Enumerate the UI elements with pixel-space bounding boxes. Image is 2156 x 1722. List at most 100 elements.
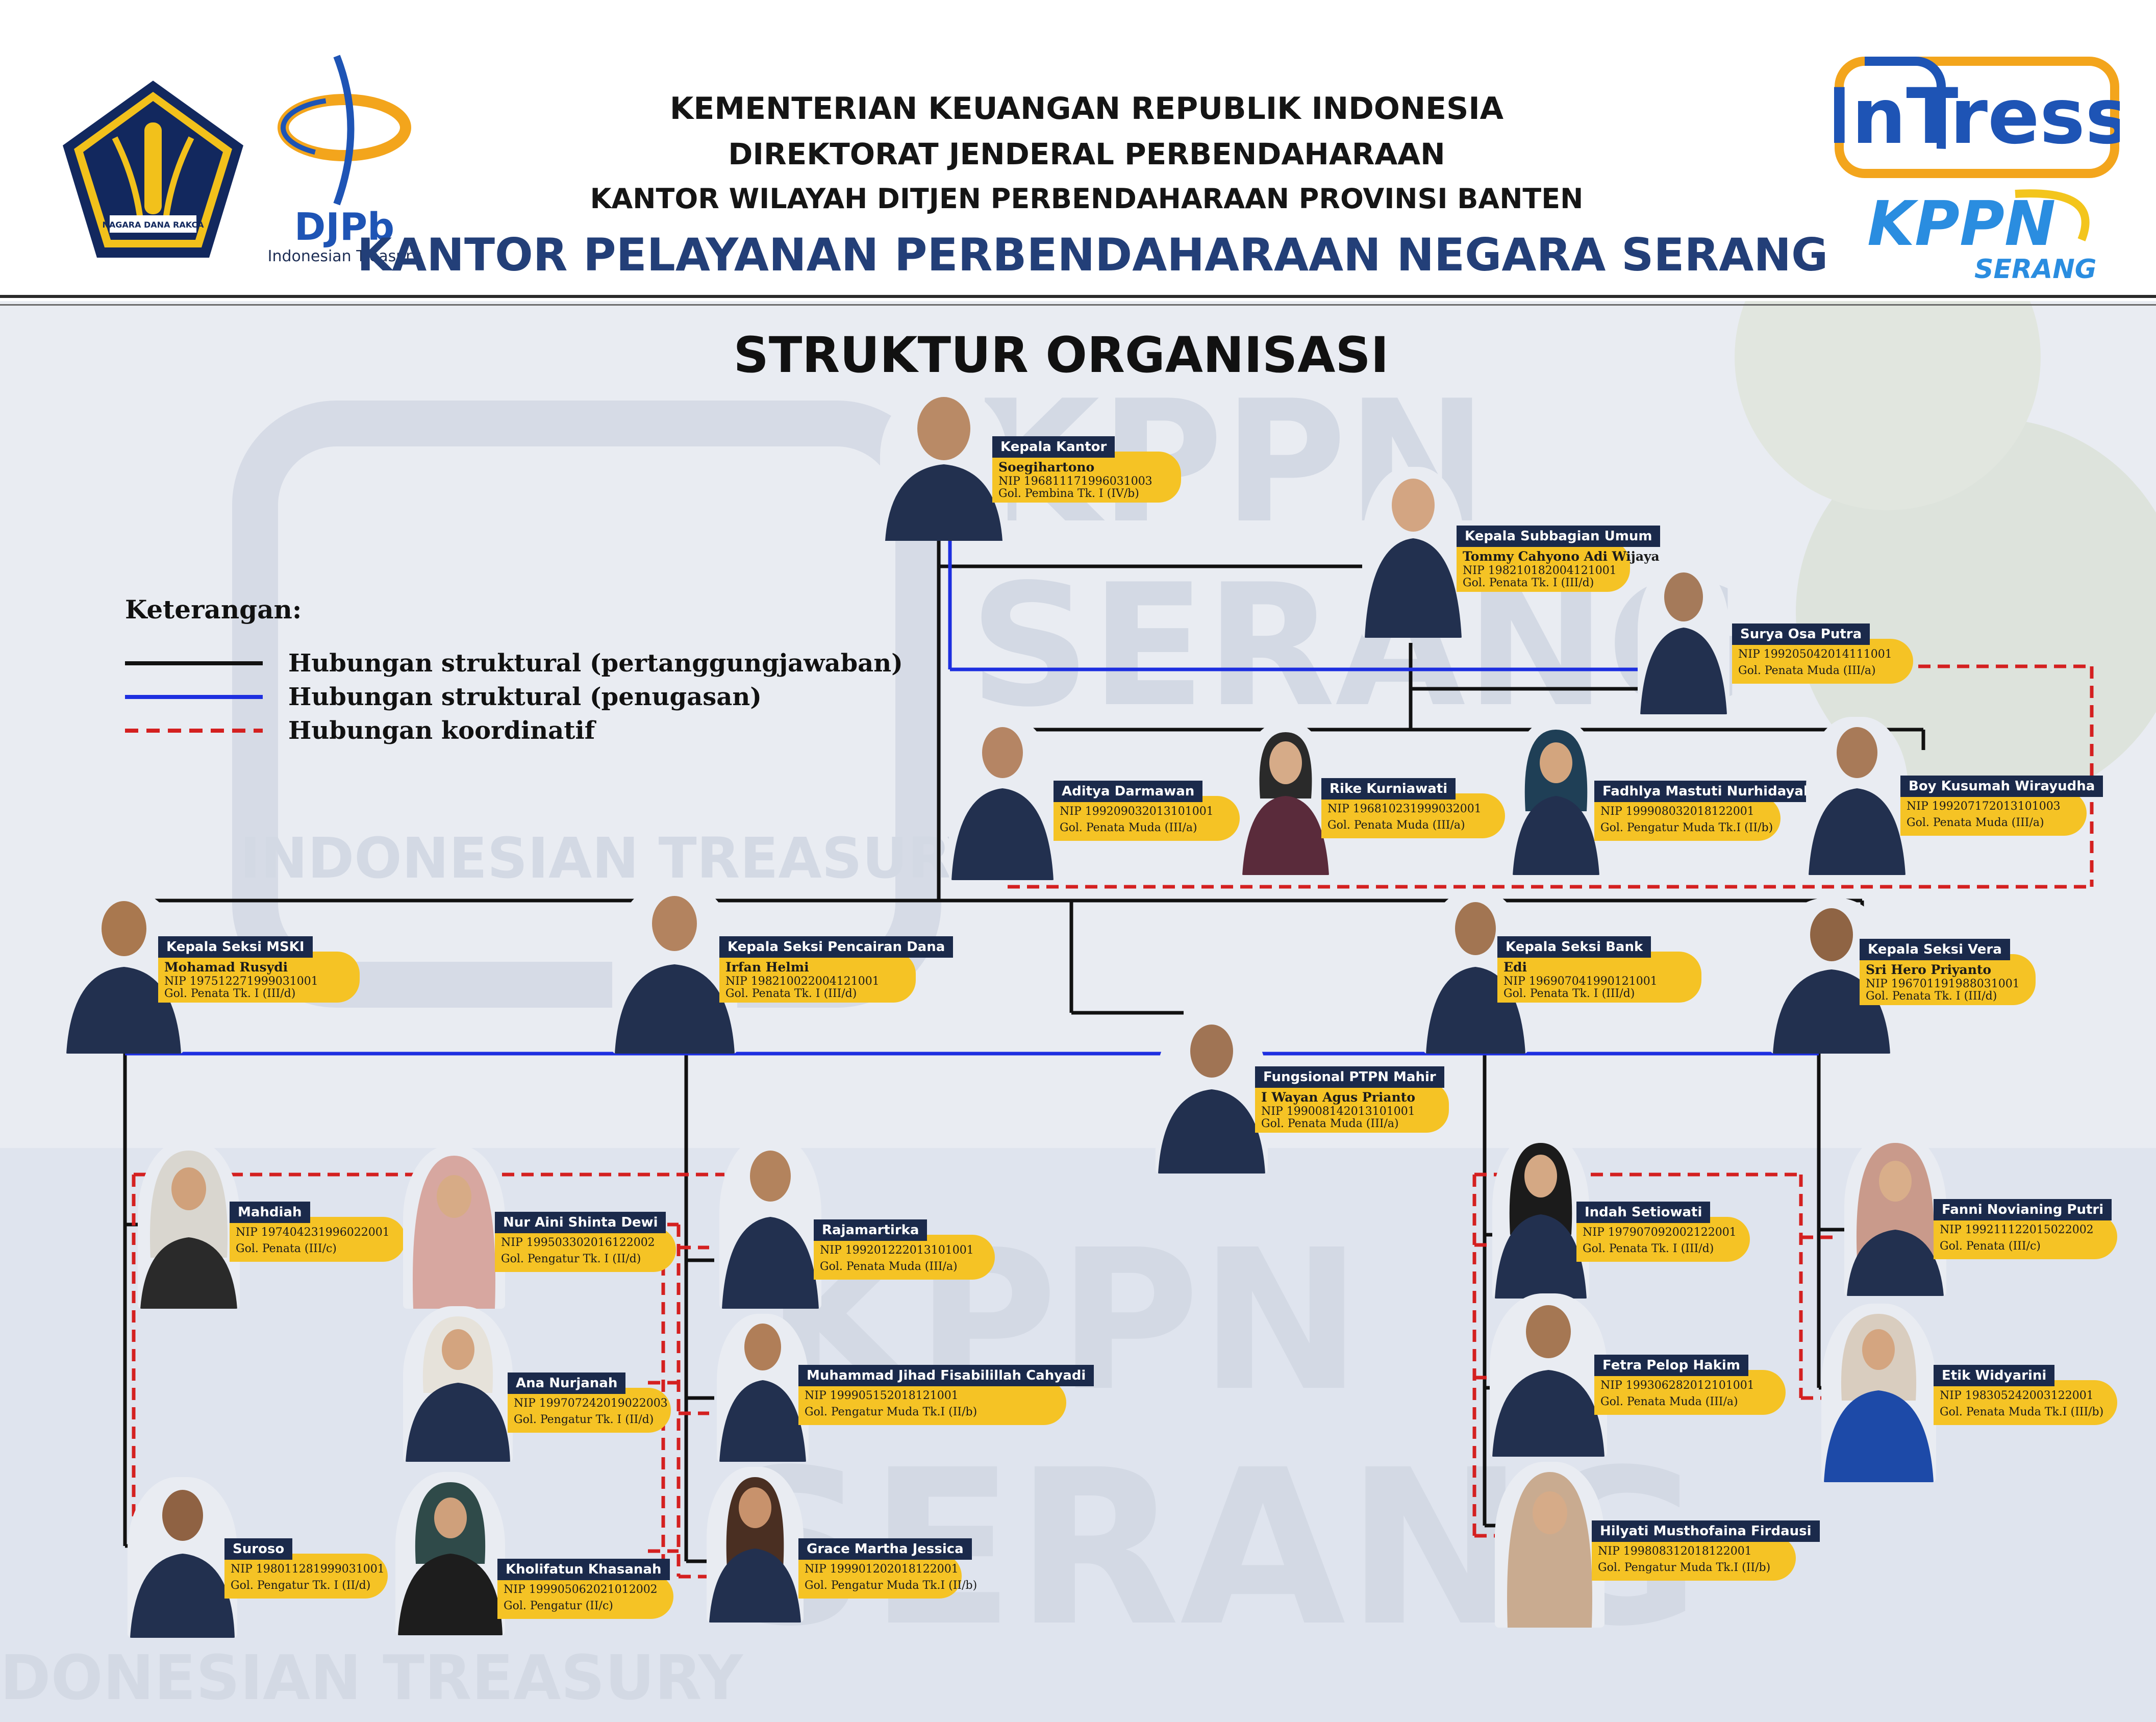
person-rank: Gol. Penata Tk. I (III/d) (725, 987, 857, 1000)
card-pill (1497, 952, 1701, 1003)
svg-text:InTress: InTress (1834, 72, 2120, 161)
person-role-label: Etik Widyarini (1934, 1365, 2055, 1386)
person-nip: NIP 199908032018122001 (1600, 805, 1754, 818)
card-pill (1900, 791, 2087, 836)
person-rank: Gol. Pengatur Muda Tk.I (II/b) (1598, 1561, 1771, 1574)
person-role-label: Fadhlya Mastuti Nurhidayah (1594, 781, 1821, 802)
card-pill (1594, 1370, 1786, 1415)
person-role-label: Nur Aini Shinta Dewi (495, 1212, 666, 1233)
person-nip: NIP 198210182004121001 (1463, 564, 1617, 577)
person-rank: Gol. Pengatur Muda Tk.I (II/b) (1600, 821, 1773, 834)
person-role-label: Fanni Novianing Putri (1934, 1199, 2112, 1220)
card-pill (798, 1554, 962, 1599)
card-fetra-pelop-hakim: Fetra Pelop Hakim NIP 199306282012101001… (1594, 1355, 1786, 1415)
person-rank: Gol. Pengatur (II/c) (504, 1600, 613, 1612)
kppn-serang-logo: KPPN SERANG (1867, 189, 2096, 285)
person-role-label: Mahdiah (230, 1202, 310, 1223)
svg-text:SERANG: SERANG (1974, 254, 2096, 285)
person-role-label: Fungsional PTPN Mahir (1255, 1066, 1444, 1088)
card-pill (230, 1217, 406, 1262)
photo-mahdiah (138, 1140, 240, 1309)
person-rank: Gol. Penata Muda (III/a) (1327, 819, 1465, 832)
person-name: I Wayan Agus Prianto (1261, 1090, 1416, 1105)
header-office-name: KANTOR PELAYANAN PERBENDAHARAAN NEGARA S… (357, 229, 1828, 281)
card-muhammad-jihad: Muhammad Jihad Fisabilillah Cahyadi NIP … (798, 1365, 1094, 1425)
card-kholifatun-khasanah: Kholifatun Khasanah NIP 1999050620210120… (497, 1559, 673, 1619)
person-role-label: Kepala Kantor (992, 436, 1115, 458)
person-rank: Gol. Penata Muda Tk.I (III/b) (1940, 1406, 2104, 1418)
card-pill (992, 452, 1181, 503)
person-role-label: Ana Nurjanah (508, 1372, 626, 1394)
person-rank: Gol. Penata Tk. I (III/d) (164, 987, 296, 1000)
header-ministry: KEMENTERIAN KEUANGAN REPUBLIK INDONESIA (669, 91, 1504, 127)
person-nip: NIP 198305242003122001 (1940, 1389, 2094, 1402)
person-nip: NIP 199205042014111001 (1738, 648, 1892, 661)
person-nip: NIP 199503302016122002 (501, 1236, 655, 1249)
person-role-label: Kepala Seksi MSKI (158, 936, 313, 958)
person-rank: Gol. Penata Muda (III/a) (1600, 1395, 1738, 1408)
person-nip: NIP 199008142013101001 (1261, 1105, 1415, 1118)
person-rank: Gol. Pengatur Tk. I (II/d) (501, 1253, 641, 1265)
person-rank: Gol. Pengatur Tk. I (II/d) (514, 1413, 654, 1426)
svg-text:INDONESIAN TREASURY: INDONESIAN TREASURY (240, 826, 989, 891)
person-role-label: Suroso (224, 1538, 293, 1560)
photo-boy-kusumah-wirayudha (1806, 717, 1908, 875)
photo-indah-setiowati (1492, 1133, 1589, 1299)
svg-text:NAGARA DANA RAKCA: NAGARA DANA RAKCA (102, 220, 204, 230)
card-pill (508, 1388, 671, 1433)
person-role-label: Muhammad Jihad Fisabilillah Cahyadi (798, 1365, 1094, 1386)
person-rank: Gol. Penata (III/c) (236, 1242, 337, 1255)
photo-fungsional-ptpn (1156, 1013, 1268, 1174)
legend-label-penugasan: Hubungan struktural (penugasan) (288, 683, 762, 711)
card-nur-aini-shinta-dewi: Nur Aini Shinta Dewi NIP 199503302016122… (495, 1212, 676, 1272)
person-nip: NIP 199905062021012002 (504, 1583, 658, 1596)
card-pill (719, 952, 916, 1003)
person-rank: Gol. Penata Muda (III/a) (820, 1260, 958, 1273)
person-nip: NIP 196701191988031001 (1866, 978, 2020, 990)
card-kepala-subbagian-umum: Kepala Subbagian Umum Tommy Cahyono Adi … (1457, 526, 1661, 592)
person-role-label: Aditya Darmawan (1054, 781, 1203, 802)
person-nip: NIP 196810231999032001 (1327, 803, 1482, 815)
person-name: Tommy Cahyono Adi Wijaya (1463, 549, 1660, 564)
legend-title: Keterangan: (125, 594, 302, 625)
person-role-label: Kepala Seksi Pencairan Dana (719, 936, 954, 958)
photo-nur-aini-shinta-dewi (403, 1145, 505, 1309)
person-rank: Gol. Penata Muda (III/a) (1738, 664, 1876, 677)
card-grace-martha-jessica: Grace Martha Jessica NIP 199901202018122… (798, 1538, 977, 1599)
svg-text:DJPb: DJPb (294, 205, 394, 249)
assignment-lines (125, 541, 1819, 1056)
card-pill (1457, 541, 1630, 592)
photo-aditya-darmawan (949, 717, 1056, 880)
svg-text:KPPN: KPPN (1867, 189, 2055, 260)
card-pill (1860, 954, 2036, 1005)
photo-hilyati-musthofaina-firdausi (1495, 1462, 1605, 1628)
person-rank: Gol. Penata Tk. I (III/d) (1583, 1242, 1714, 1255)
person-rank: Gol. Penata (III/c) (1940, 1240, 2041, 1253)
photo-ana-nurjanah (403, 1306, 513, 1462)
photo-fetra-pelop-hakim (1490, 1293, 1607, 1457)
card-pill (1054, 796, 1240, 841)
legend-label-pertanggungjawaban: Hubungan struktural (pertanggungjawaban) (288, 649, 903, 678)
person-nip: NIP 199808312018122001 (1598, 1545, 1752, 1558)
person-rank: Gol. Penata Tk. I (III/d) (1866, 990, 1997, 1003)
person-nip: NIP 197404231996022001 (236, 1226, 390, 1239)
photo-surya-osa-putra (1638, 561, 1729, 714)
card-pill (1321, 793, 1505, 838)
person-nip: NIP 199201222013101001 (820, 1244, 974, 1257)
person-role-label: Boy Kusumah Wirayudha (1900, 776, 2103, 797)
intress-logo: InTress (1834, 57, 2120, 178)
svg-text:DONESIAN TREASURY: DONESIAN TREASURY (0, 1643, 744, 1714)
card-pill (1732, 639, 1913, 684)
person-nip: NIP 196907041990121001 (1503, 975, 1658, 988)
card-fanni-novianing-putri: Fanni Novianing Putri NIP 19921112201502… (1934, 1199, 2117, 1259)
photo-suroso (128, 1477, 237, 1638)
photo-kepala-seksi-pencairan-dana (612, 883, 737, 1054)
card-pill (224, 1554, 388, 1599)
